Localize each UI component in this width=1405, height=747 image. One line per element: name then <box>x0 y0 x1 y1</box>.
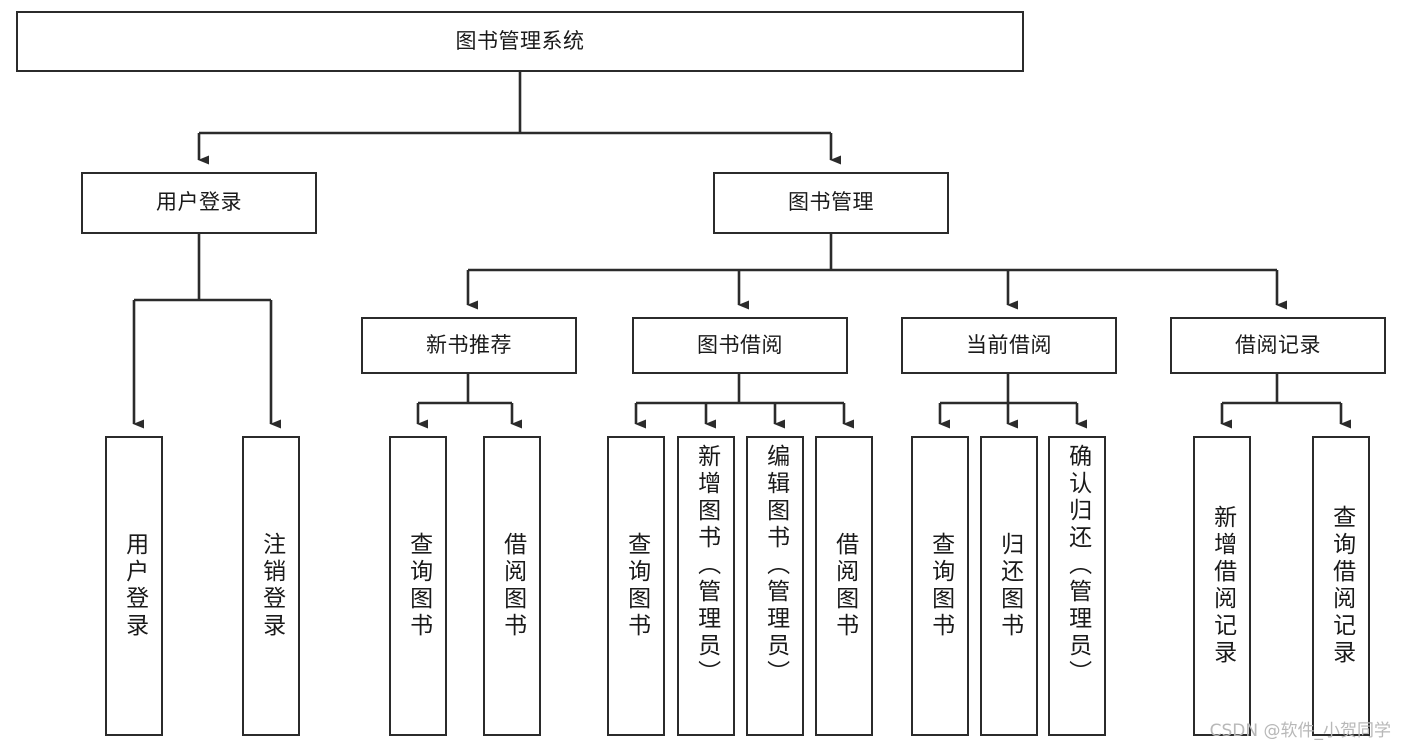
node-leaf-query-record[interactable]: 查询借阅记录 <box>1312 436 1370 736</box>
node-new-book-rec[interactable]: 新书推荐 <box>361 317 577 374</box>
node-leaf-logout-label: 注销登录 <box>258 532 285 640</box>
node-leaf-confirm-return[interactable]: 确认归还（管理员） <box>1048 436 1106 736</box>
node-current-borrow[interactable]: 当前借阅 <box>901 317 1117 374</box>
node-leaf-add-book-label: 新增图书（管理员） <box>693 444 720 687</box>
node-book-manage-label: 图书管理 <box>788 190 874 215</box>
node-leaf-edit-book-label: 编辑图书（管理员） <box>762 444 789 687</box>
node-root-label: 图书管理系统 <box>455 28 585 53</box>
node-leaf-add-book[interactable]: 新增图书（管理员） <box>677 436 735 736</box>
node-leaf-borrow-book-b[interactable]: 借阅图书 <box>815 436 873 736</box>
node-user-login-label: 用户登录 <box>156 190 242 215</box>
node-leaf-return-book-label: 归还图书 <box>996 532 1023 640</box>
node-leaf-add-record-label: 新增借阅记录 <box>1209 505 1236 667</box>
node-current-borrow-label: 当前借阅 <box>966 332 1052 357</box>
node-leaf-query-book-b-label: 查询图书 <box>623 532 650 640</box>
node-leaf-logout[interactable]: 注销登录 <box>242 436 300 736</box>
node-leaf-query-book-c-label: 查询图书 <box>927 532 954 640</box>
node-leaf-query-book-a-label: 查询图书 <box>405 532 432 640</box>
node-book-borrow-label: 图书借阅 <box>697 332 783 357</box>
node-leaf-confirm-return-label: 确认归还（管理员） <box>1064 444 1091 687</box>
node-book-borrow[interactable]: 图书借阅 <box>632 317 848 374</box>
node-borrow-record[interactable]: 借阅记录 <box>1170 317 1386 374</box>
node-leaf-query-book-c[interactable]: 查询图书 <box>911 436 969 736</box>
node-user-login[interactable]: 用户登录 <box>81 172 317 234</box>
node-root[interactable]: 图书管理系统 <box>16 11 1024 72</box>
node-leaf-query-book-a[interactable]: 查询图书 <box>389 436 447 736</box>
node-new-book-rec-label: 新书推荐 <box>426 332 512 357</box>
node-leaf-user-login[interactable]: 用户登录 <box>105 436 163 736</box>
node-leaf-add-record[interactable]: 新增借阅记录 <box>1193 436 1251 736</box>
node-leaf-return-book[interactable]: 归还图书 <box>980 436 1038 736</box>
node-leaf-borrow-book-a[interactable]: 借阅图书 <box>483 436 541 736</box>
node-leaf-edit-book[interactable]: 编辑图书（管理员） <box>746 436 804 736</box>
node-borrow-record-label: 借阅记录 <box>1235 332 1321 357</box>
node-leaf-borrow-book-a-label: 借阅图书 <box>499 532 526 640</box>
watermark: CSDN @软件_小贺同学 <box>1209 721 1391 741</box>
node-leaf-query-book-b[interactable]: 查询图书 <box>607 436 665 736</box>
node-leaf-query-record-label: 查询借阅记录 <box>1328 505 1355 667</box>
node-book-manage[interactable]: 图书管理 <box>713 172 949 234</box>
node-leaf-borrow-book-b-label: 借阅图书 <box>831 532 858 640</box>
node-leaf-user-login-label: 用户登录 <box>121 532 148 640</box>
